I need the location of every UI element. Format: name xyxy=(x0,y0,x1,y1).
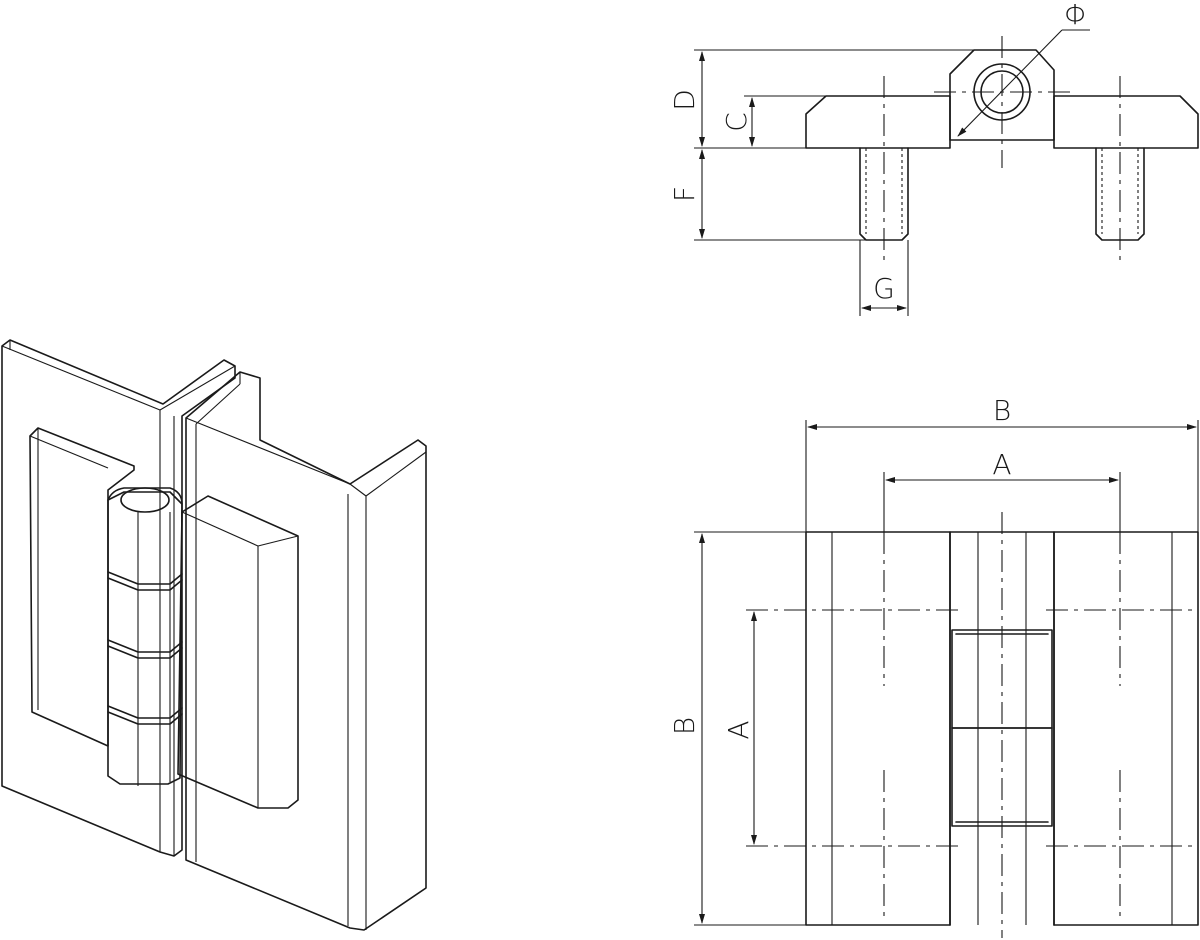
dimension-f-label: F xyxy=(668,186,701,202)
dimension-a-top-label: A xyxy=(992,448,1011,481)
dimension-b-side-label: B xyxy=(668,717,701,735)
section-view: D C F G Φ xyxy=(668,0,1199,316)
hinge-knuckle xyxy=(107,487,183,786)
dimension-c-label: C xyxy=(720,112,753,132)
right-hinge-leaf xyxy=(177,495,299,809)
dimension-a-side-label: A xyxy=(722,720,755,739)
left-hinge-leaf xyxy=(29,427,135,747)
left-leaf-section xyxy=(805,95,951,149)
knuckle-section xyxy=(949,49,1055,141)
dimension-b-top-label: B xyxy=(993,394,1011,427)
left-bolt xyxy=(859,76,909,260)
left-profile-bracket xyxy=(1,339,236,857)
right-leaf-section xyxy=(1053,95,1199,149)
right-bolt xyxy=(1095,76,1145,260)
dimension-d-label: D xyxy=(668,89,701,111)
isometric-view xyxy=(1,339,427,931)
front-left-leaf xyxy=(805,531,951,926)
right-profile-bracket xyxy=(185,371,427,931)
dimension-phi-leader xyxy=(957,29,1063,137)
dimension-phi-label: Φ xyxy=(1064,0,1088,31)
dimension-g-label: G xyxy=(873,272,895,305)
front-knuckle xyxy=(949,512,1055,938)
front-view: B A B A xyxy=(668,394,1199,938)
front-right-leaf xyxy=(1053,531,1199,926)
